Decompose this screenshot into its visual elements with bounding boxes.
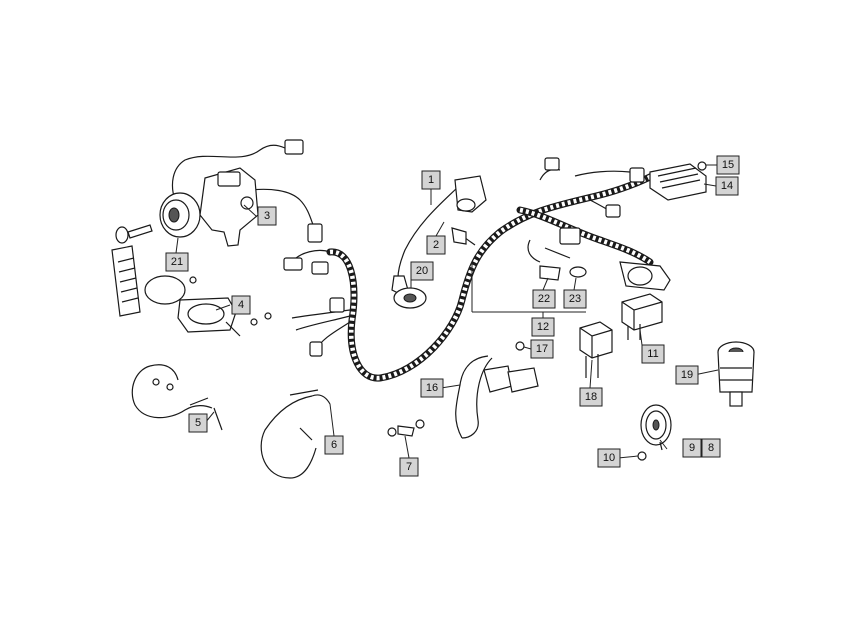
horn-part (637, 404, 672, 461)
callout-4: 4 (231, 295, 251, 315)
lighting-wire-part (455, 341, 539, 439)
starter-relay-part (579, 321, 613, 378)
callout-8: 8 (701, 438, 721, 458)
voltage-regulator-part (649, 161, 707, 201)
svg-text:18: 18 (585, 391, 597, 403)
callout-15: 15 (716, 155, 740, 175)
svg-text:16: 16 (426, 382, 438, 394)
callout-20: 20 (410, 261, 434, 281)
callout-11: 11 (641, 344, 665, 364)
callout-17: 17 (530, 339, 554, 359)
svg-text:9: 9 (689, 442, 695, 454)
svg-text:21: 21 (171, 256, 183, 268)
flasher-relay-part (144, 275, 272, 337)
svg-text:3: 3 (264, 210, 270, 222)
callout-12: 12 (531, 317, 555, 337)
brake-cable-part (260, 389, 331, 479)
callout-18: 18 (579, 387, 603, 407)
callout-16: 16 (420, 378, 444, 398)
svg-text:2: 2 (433, 239, 439, 251)
callout-22: 22 (532, 289, 556, 309)
callout-1: 1 (421, 170, 441, 190)
stop-switch-part (387, 419, 425, 437)
throttle-cable-part (131, 364, 223, 431)
callout-2: 2 (426, 235, 446, 255)
svg-text:19: 19 (681, 369, 693, 381)
relay-part (621, 293, 663, 340)
svg-text:17: 17 (536, 343, 548, 355)
key-part (717, 341, 755, 407)
callout-19: 19 (675, 365, 699, 385)
callout-5: 5 (188, 413, 208, 433)
callout-7: 7 (399, 457, 419, 477)
callout-3: 3 (257, 206, 277, 226)
fuse-holder-part (451, 227, 587, 281)
svg-text:12: 12 (537, 321, 549, 333)
svg-text:23: 23 (569, 293, 581, 305)
callout-6: 6 (324, 435, 344, 455)
svg-text:15: 15 (722, 159, 734, 171)
callout-23: 23 (563, 289, 587, 309)
callout-10: 10 (597, 448, 621, 468)
svg-text:20: 20 (416, 265, 428, 277)
svg-text:1: 1 (428, 174, 434, 186)
svg-text:14: 14 (721, 180, 733, 192)
callout-9: 9 (682, 438, 702, 458)
svg-text:6: 6 (331, 439, 337, 451)
svg-text:5: 5 (195, 417, 201, 429)
main-wiring-harness-part (283, 157, 671, 382)
spark-plug-cap-part (391, 275, 427, 309)
svg-text:8: 8 (708, 442, 714, 454)
leader-lines (175, 164, 719, 459)
svg-text:7: 7 (406, 461, 412, 473)
svg-text:10: 10 (603, 452, 615, 464)
ignition-switch-lock-set-part (111, 139, 323, 317)
svg-text:11: 11 (647, 348, 658, 360)
callout-21: 21 (165, 252, 189, 272)
callout-14: 14 (715, 176, 739, 196)
svg-text:22: 22 (538, 293, 550, 305)
svg-text:4: 4 (238, 299, 244, 311)
ht-lead-part (397, 175, 487, 279)
